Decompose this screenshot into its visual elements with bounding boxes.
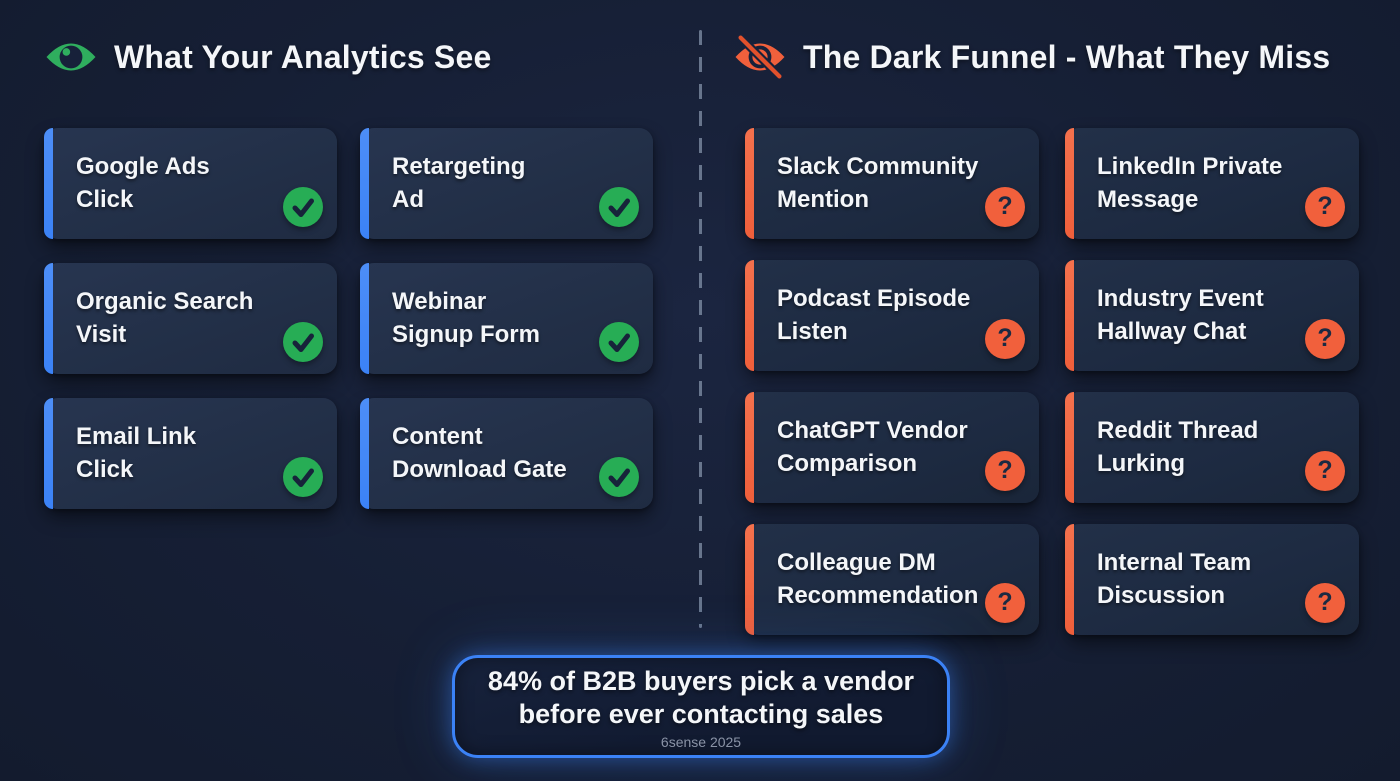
blue-accent-stripe bbox=[360, 398, 369, 509]
question-badge: ? bbox=[985, 187, 1025, 227]
stat-line-2: before ever contacting sales bbox=[518, 699, 884, 729]
dark-funnel-panel-title: The Dark Funnel - What They Miss bbox=[803, 38, 1331, 75]
check-badge bbox=[283, 457, 323, 497]
checkmark-icon bbox=[292, 468, 314, 487]
dark-card-linkedin-private-message: LinkedIn Private Message ? bbox=[1065, 128, 1359, 239]
card-label: Webinar Signup Form bbox=[392, 287, 540, 348]
card-label: Colleague DM Recommendation bbox=[777, 548, 979, 609]
stat-text: 84% of B2B buyers pick a vendor before e… bbox=[488, 665, 914, 731]
card-label: Industry Event Hallway Chat bbox=[1097, 284, 1264, 345]
checkmark-icon bbox=[608, 198, 630, 217]
stat-callout-box: 84% of B2B buyers pick a vendor before e… bbox=[452, 655, 950, 758]
orange-accent-stripe bbox=[1065, 260, 1074, 371]
blue-accent-stripe bbox=[44, 128, 53, 239]
stat-line-1: 84% of B2B buyers pick a vendor bbox=[487, 666, 915, 697]
orange-accent-stripe bbox=[745, 392, 754, 503]
check-badge bbox=[599, 322, 639, 362]
card-label: Internal Team Discussion bbox=[1097, 548, 1252, 609]
checkmark-icon bbox=[608, 333, 630, 352]
card-label: ChatGPT Vendor Comparison bbox=[777, 416, 968, 477]
card-label: Slack Community Mention bbox=[777, 152, 979, 213]
dashed-divider bbox=[699, 30, 702, 628]
question-mark-icon: ? bbox=[1317, 323, 1333, 352]
question-badge: ? bbox=[1305, 451, 1345, 491]
card-label: Reddit Thread Lurking bbox=[1097, 416, 1259, 477]
analytics-card-grid: Google Ads Click Retargeting Ad Organic … bbox=[44, 128, 653, 509]
dark-card-reddit-thread-lurking: Reddit Thread Lurking ? bbox=[1065, 392, 1359, 503]
orange-accent-stripe bbox=[745, 260, 754, 371]
check-badge bbox=[599, 187, 639, 227]
check-badge bbox=[599, 457, 639, 497]
blue-accent-stripe bbox=[44, 263, 53, 374]
analytics-card-google-ads-click: Google Ads Click bbox=[44, 128, 337, 239]
eye-icon bbox=[46, 43, 96, 71]
question-mark-icon: ? bbox=[1317, 455, 1333, 484]
dark-card-podcast-episode-listen: Podcast Episode Listen ? bbox=[745, 260, 1039, 371]
card-label: Email Link Click bbox=[76, 422, 197, 483]
analytics-card-email-link-click: Email Link Click bbox=[44, 398, 337, 509]
question-badge: ? bbox=[1305, 187, 1345, 227]
question-mark-icon: ? bbox=[997, 323, 1013, 352]
dark-card-internal-team-discussion: Internal Team Discussion ? bbox=[1065, 524, 1359, 635]
analytics-card-content-download-gate: Content Download Gate bbox=[360, 398, 653, 509]
checkmark-icon bbox=[292, 333, 314, 352]
checkmark-icon bbox=[608, 468, 630, 487]
question-mark-icon: ? bbox=[997, 587, 1013, 616]
card-label: Content Download Gate bbox=[392, 422, 567, 483]
analytics-panel-title: What Your Analytics See bbox=[114, 38, 492, 75]
question-badge: ? bbox=[985, 451, 1025, 491]
orange-accent-stripe bbox=[745, 524, 754, 635]
dark-card-slack-community-mention: Slack Community Mention ? bbox=[745, 128, 1039, 239]
orange-accent-stripe bbox=[1065, 392, 1074, 503]
question-mark-icon: ? bbox=[997, 191, 1013, 220]
card-label: Podcast Episode Listen bbox=[777, 284, 971, 345]
dark-card-chatgpt-vendor-comparison: ChatGPT Vendor Comparison ? bbox=[745, 392, 1039, 503]
check-badge bbox=[283, 322, 323, 362]
card-label: Google Ads Click bbox=[76, 152, 210, 213]
check-badge bbox=[283, 187, 323, 227]
eye-slash-icon bbox=[735, 34, 785, 80]
stat-source: 6sense 2025 bbox=[660, 733, 742, 750]
question-badge: ? bbox=[985, 319, 1025, 359]
analytics-card-retargeting-ad: Retargeting Ad bbox=[360, 128, 653, 239]
analytics-card-webinar-signup-form: Webinar Signup Form bbox=[360, 263, 653, 374]
card-label: LinkedIn Private Message bbox=[1097, 152, 1283, 213]
blue-accent-stripe bbox=[360, 263, 369, 374]
question-badge: ? bbox=[1305, 583, 1345, 623]
analytics-card-organic-search-visit: Organic Search Visit bbox=[44, 263, 337, 374]
checkmark-icon bbox=[292, 198, 314, 217]
question-badge: ? bbox=[985, 583, 1025, 623]
card-label: Organic Search Visit bbox=[76, 287, 254, 348]
blue-accent-stripe bbox=[360, 128, 369, 239]
question-mark-icon: ? bbox=[1317, 587, 1333, 616]
blue-accent-stripe bbox=[44, 398, 53, 509]
question-mark-icon: ? bbox=[997, 455, 1013, 484]
orange-accent-stripe bbox=[1065, 524, 1074, 635]
dark-card-industry-event-hallway-chat: Industry Event Hallway Chat ? bbox=[1065, 260, 1359, 371]
dark-funnel-card-grid: Slack Community Mention ? LinkedIn Priva… bbox=[745, 128, 1359, 635]
question-badge: ? bbox=[1305, 319, 1345, 359]
orange-accent-stripe bbox=[1065, 128, 1074, 239]
question-mark-icon: ? bbox=[1317, 191, 1333, 220]
dark-funnel-panel-header: The Dark Funnel - What They Miss bbox=[733, 34, 1330, 80]
card-label: Retargeting Ad bbox=[392, 152, 526, 213]
orange-accent-stripe bbox=[745, 128, 754, 239]
analytics-panel-header: What Your Analytics See bbox=[44, 34, 491, 80]
dark-card-colleague-dm-recommendation: Colleague DM Recommendation ? bbox=[745, 524, 1039, 635]
